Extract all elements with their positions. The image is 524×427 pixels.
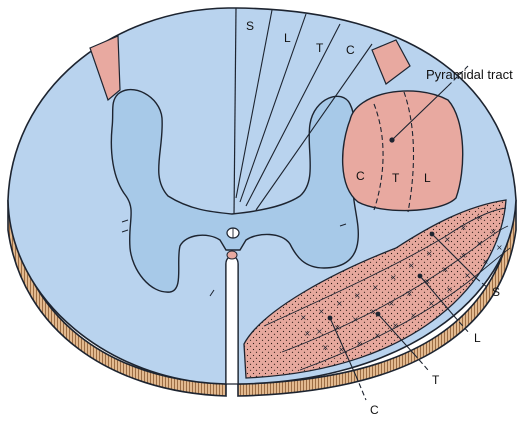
svg-text:×: × — [408, 261, 415, 270]
svg-text:×: × — [428, 299, 435, 308]
svg-text:×: × — [370, 307, 377, 316]
pyramidal-tract-leader — [391, 85, 449, 141]
svg-text:×: × — [336, 299, 343, 308]
dorsal-label-t: T — [316, 41, 324, 55]
svg-text:×: × — [352, 315, 359, 324]
pyramidal-label-t: T — [392, 171, 400, 185]
svg-text:×: × — [482, 257, 489, 266]
svg-text:×: × — [372, 283, 379, 292]
dorsal-label-s: S — [246, 19, 254, 33]
pyramidal-tract-label: Pyramidal tract — [426, 67, 513, 82]
svg-text:×: × — [426, 249, 433, 258]
svg-text:×: × — [374, 331, 381, 340]
dorsal-root-zone-left — [89, 35, 121, 102]
dorsal-label-l: L — [284, 31, 291, 45]
svg-text:×: × — [464, 271, 471, 280]
spinothalamic-leaders — [329, 233, 489, 401]
pyramidal-label-l: L — [424, 171, 431, 185]
lateral-pyramidal-tract — [342, 90, 464, 212]
svg-text:×: × — [476, 213, 483, 222]
svg-text:×: × — [338, 345, 345, 354]
svg-text:×: × — [490, 227, 497, 236]
svg-text:×: × — [304, 329, 311, 338]
svg-text:×: × — [446, 285, 453, 294]
svg-text:×: × — [424, 277, 431, 286]
dorsal-root-zone-right — [371, 39, 411, 85]
svg-text:×: × — [322, 343, 329, 352]
svg-text:×: × — [356, 339, 363, 348]
spinothalamic-x-marks: × × × × × × × × × × × × × × × × × × × × × × × × × × × × × × × ×… — [300, 213, 503, 354]
spinothalamic-label-s: S — [492, 285, 500, 299]
cord-rim-right — [237, 199, 517, 397]
pyramidal-tract-leader-ext — [447, 65, 469, 87]
svg-text:×: × — [442, 265, 449, 274]
dorsal-label-c: C — [346, 43, 355, 57]
svg-text:×: × — [410, 311, 417, 320]
svg-text:×: × — [444, 235, 451, 244]
spinothalamic-laminae — [263, 207, 511, 371]
spinothalamic-label-t: T — [432, 373, 440, 387]
svg-text:×: × — [390, 273, 397, 282]
svg-text:×: × — [496, 243, 503, 252]
svg-text:×: × — [388, 299, 395, 308]
ventral-median-fissure — [225, 255, 239, 385]
dorsal-column-laminae — [235, 9, 373, 211]
gray-matter — [110, 88, 360, 293]
svg-text:×: × — [406, 289, 413, 298]
svg-text:×: × — [460, 251, 467, 260]
pyramidal-label-c: C — [356, 169, 365, 183]
spinothalamic-label-l: L — [474, 331, 481, 345]
svg-text:×: × — [476, 239, 483, 248]
svg-text:×: × — [334, 323, 341, 332]
svg-text:×: × — [300, 313, 307, 322]
svg-text:×: × — [316, 327, 323, 336]
svg-text:×: × — [318, 307, 325, 316]
svg-text:×: × — [354, 291, 361, 300]
pyramidal-lamina-1 — [373, 103, 384, 211]
svg-text:×: × — [460, 223, 467, 232]
spinothalamic-label-c: C — [370, 403, 379, 417]
svg-text:×: × — [392, 321, 399, 330]
spinothalamic-tract — [243, 199, 507, 379]
dorsal-median-septum — [233, 7, 237, 217]
